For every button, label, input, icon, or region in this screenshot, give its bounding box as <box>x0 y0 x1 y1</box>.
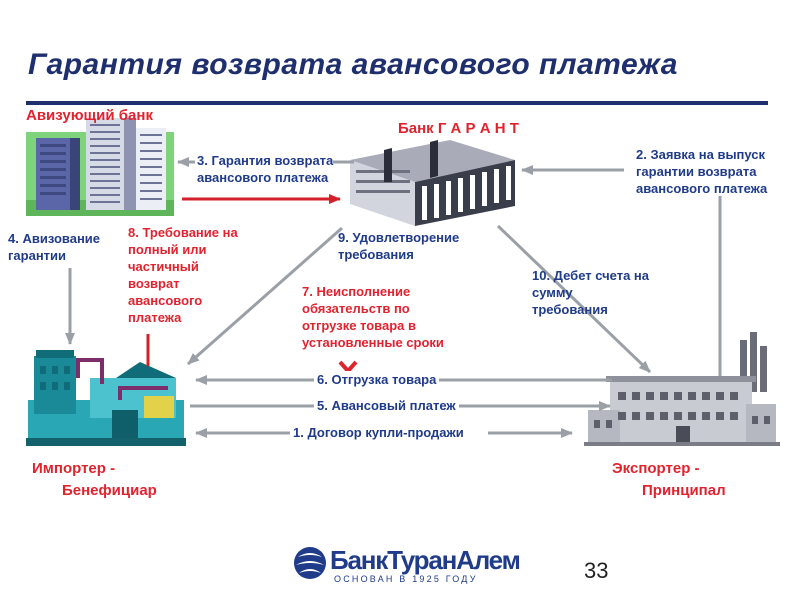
step-2-label: 2. Заявка на выпуск гарантии возврата ав… <box>636 146 767 197</box>
step-4-line-2: гарантии <box>8 248 67 263</box>
guarantor-bank-label: Банк Г А Р А Н Т <box>398 120 519 137</box>
step-8-line-4: возврат <box>128 276 180 291</box>
step-2-line-3: авансового платежа <box>636 181 768 196</box>
step-3-label: 3. Гарантия возврата авансового платежа <box>195 152 334 186</box>
step-8-line-2: полный или <box>128 242 207 257</box>
factory-complex-icon <box>26 350 186 446</box>
step-8-line-5: авансового <box>128 293 203 308</box>
importer-label-line-2: Бенефициар <box>62 482 157 499</box>
bank-logo: БанкТуранАлем ОСНОВАН В 1925 ГОДУ <box>292 541 521 587</box>
exporter-label-line-2: Принципал <box>642 482 726 499</box>
step-10-line-2: сумму <box>532 285 573 300</box>
step-2-line-2: гарантии возврата <box>636 164 757 179</box>
step-8-line-6: платежа <box>128 310 182 325</box>
step-3-line-2: авансового платежа <box>197 170 329 185</box>
step-8-label: 8. Требование на полный или частичный во… <box>128 224 238 326</box>
page-title: Гарантия возврата авансового платежа <box>28 48 678 81</box>
step-7-line-2: обязательств по <box>302 301 410 316</box>
title-underline <box>26 101 768 105</box>
arrow-step-10 <box>496 224 652 374</box>
advising-bank-label: Авизующий банк <box>26 107 153 124</box>
step-3-line-1: 3. Гарантия возврата <box>197 153 334 168</box>
arrow-step-9 <box>187 226 343 366</box>
importer-label-line-1: Импортер - <box>32 460 116 477</box>
step-7-line-3: отгрузке товара в <box>302 318 416 333</box>
step-9-line-1: 9. Удовлетворение <box>338 230 460 245</box>
office-tower-icon <box>26 118 174 216</box>
step-1-label: 1. Договор купли-продажи <box>290 424 467 441</box>
step-10-label: 10. Дебет счета на сумму требования <box>532 267 649 318</box>
importer-label: Импортер - Бенефициар <box>32 458 157 502</box>
factory-smokestacks-icon <box>584 332 780 446</box>
logo-name: БанкТуранАлем <box>330 545 521 575</box>
step-10-line-1: 10. Дебет счета на <box>532 268 650 283</box>
step-9-label: 9. Удовлетворение требования <box>338 229 459 263</box>
step-7-line-4: установленные сроки <box>302 335 444 350</box>
step-4-line-1: 4. Авизование <box>8 231 101 246</box>
step-7-line-1: 7. Неисполнение <box>302 284 411 299</box>
logo-tagline: ОСНОВАН В 1925 ГОДУ <box>334 574 478 584</box>
page-number: 33 <box>584 558 609 583</box>
step-8-line-1: 8. Требование на <box>128 225 238 240</box>
step-6-label: 6. Отгрузка товара <box>314 371 440 388</box>
step-9-line-2: требования <box>338 247 414 262</box>
step-5-label: 5. Авансовый платеж <box>314 397 459 414</box>
step-7-label: 7. Неисполнение обязательств по отгрузке… <box>302 283 444 351</box>
step-2-line-1: 2. Заявка на выпуск <box>636 147 766 162</box>
step-10-line-3: требования <box>532 302 608 317</box>
exporter-label-line-1: Экспортер - <box>612 460 700 477</box>
globe-icon <box>294 547 326 579</box>
bank-building-icon <box>350 140 515 226</box>
step-8-line-3: частичный <box>128 259 199 274</box>
step-4-label: 4. Авизование гарантии <box>8 230 100 264</box>
exporter-label: Экспортер - Принципал <box>612 458 726 502</box>
